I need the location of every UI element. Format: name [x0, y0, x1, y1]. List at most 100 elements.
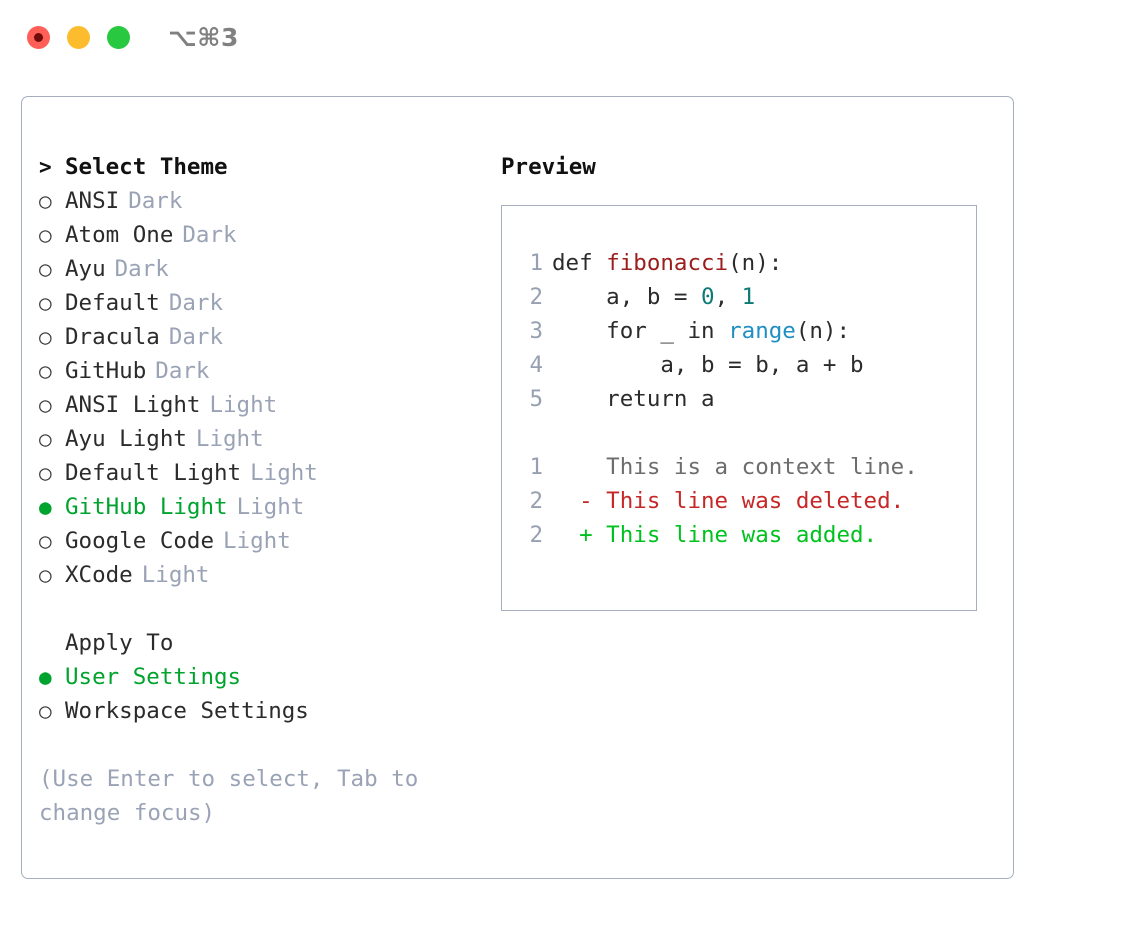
close-window-button[interactable]	[27, 26, 50, 49]
code-line: 1 def fibonacci(n):	[521, 246, 976, 280]
apply-to-option-user-settings[interactable]: ● User Settings	[39, 660, 489, 694]
diff-line-ctx: 1 This is a context line.	[521, 450, 976, 484]
theme-option-label: GitHub	[65, 358, 147, 384]
theme-variant-tag: Light	[250, 460, 318, 486]
theme-variant-tag: Dark	[155, 358, 210, 384]
radio-empty-icon: ○	[39, 291, 52, 315]
radio-empty-icon: ○	[39, 563, 52, 587]
radio-empty-icon: ○	[39, 257, 52, 281]
theme-variant-tag: Light	[223, 528, 291, 554]
code-token-plain: a, b =	[552, 284, 702, 310]
keyboard-hint: (Use Enter to select, Tab to change focu…	[39, 766, 419, 826]
diff-line-text: + This line was added.	[552, 522, 878, 548]
line-number: 1	[529, 454, 543, 480]
code-diff-spacer	[521, 416, 976, 450]
theme-option-label: Ayu Light	[65, 426, 187, 452]
theme-option-github-light[interactable]: ● GitHub Light Light	[39, 490, 489, 524]
diff-line-text: - This line was deleted.	[552, 488, 905, 514]
apply-to-option-label: User Settings	[65, 664, 242, 690]
code-line: 3 for _ in range(n):	[521, 314, 976, 348]
code-token-call: range	[728, 318, 796, 344]
code-token-plain: ,	[714, 284, 742, 310]
theme-variant-tag: Dark	[114, 256, 169, 282]
section-spacer	[39, 592, 489, 626]
preview-title: Preview	[501, 154, 596, 180]
title-bar: ⌥⌘3	[0, 0, 1140, 76]
theme-variant-tag: Light	[236, 494, 305, 520]
radio-empty-icon: ○	[39, 325, 52, 349]
theme-option-label: Default	[65, 290, 160, 316]
line-number: 3	[529, 318, 543, 344]
apply-to-heading: ○Apply To	[39, 626, 489, 660]
theme-option-label: Ayu	[65, 256, 106, 282]
maximize-window-button[interactable]	[107, 26, 130, 49]
theme-option-label: Atom One	[65, 222, 174, 248]
theme-option-label: Default Light	[65, 460, 242, 486]
theme-option-label: ANSI	[65, 188, 120, 214]
theme-variant-tag: Dark	[168, 290, 224, 316]
theme-variant-tag: Dark	[128, 188, 183, 214]
theme-option-label: ANSI Light	[65, 392, 201, 418]
radio-empty-icon: ○	[39, 189, 52, 213]
line-number: 2	[529, 522, 543, 548]
blank-marker: ○	[39, 626, 65, 660]
apply-to-list: ● User Settings ○ Workspace Settings	[39, 660, 489, 728]
radio-empty-icon: ○	[39, 427, 52, 451]
apply-to-title: Apply To	[65, 630, 174, 656]
diff-line-text: This is a context line.	[552, 454, 918, 480]
theme-variant-tag: Light	[209, 392, 278, 418]
code-token-plain: return a	[552, 386, 715, 412]
code-token-plain: for _ in	[552, 318, 729, 344]
minimize-window-button[interactable]	[67, 26, 90, 49]
radio-selected-icon: ●	[39, 495, 52, 519]
theme-option-label: GitHub Light	[65, 494, 228, 520]
line-number: 4	[529, 352, 543, 378]
code-line: 5 return a	[521, 382, 976, 416]
theme-variant-tag: Dark	[168, 324, 224, 350]
theme-option-ansi[interactable]: ○ ANSI Dark	[39, 184, 489, 218]
select-theme-heading: > Select Theme	[39, 150, 489, 184]
theme-option-label: XCode	[65, 562, 133, 588]
caret-icon: >	[39, 155, 52, 179]
code-token-num: 0	[701, 284, 715, 310]
theme-variant-tag: Light	[141, 562, 210, 588]
radio-empty-icon: ○	[39, 699, 52, 723]
code-token-plain: a, b = b, a + b	[552, 352, 864, 378]
apply-to-option-label: Workspace Settings	[65, 698, 309, 724]
code-token-plain: def	[552, 250, 607, 276]
line-number: 1	[529, 250, 543, 276]
theme-option-default[interactable]: ○ Default Dark	[39, 286, 489, 320]
diff-line-del: 2 - This line was deleted.	[521, 484, 976, 518]
apply-to-option-workspace-settings[interactable]: ○ Workspace Settings	[39, 694, 489, 728]
theme-option-ayu[interactable]: ○ Ayu Dark	[39, 252, 489, 286]
theme-variant-tag: Dark	[182, 222, 237, 248]
code-line: 4 a, b = b, a + b	[521, 348, 976, 382]
select-theme-title: Select Theme	[65, 154, 228, 180]
code-token-num: 1	[741, 284, 756, 310]
theme-option-xcode[interactable]: ○ XCode Light	[39, 558, 489, 592]
diff-block: 1 This is a context line.2 - This line w…	[521, 450, 976, 552]
code-token-fn: fibonacci	[606, 250, 729, 276]
line-number: 5	[529, 386, 543, 412]
theme-option-dracula[interactable]: ○ Dracula Dark	[39, 320, 489, 354]
code-token-plain: (n):	[728, 250, 783, 276]
theme-option-atom-one[interactable]: ○ Atom One Dark	[39, 218, 489, 252]
radio-empty-icon: ○	[39, 223, 52, 247]
theme-option-label: Dracula	[65, 324, 160, 350]
code-line: 2 a, b = 0, 1	[521, 280, 976, 314]
radio-selected-icon: ●	[39, 665, 52, 689]
code-token-plain: (n):	[795, 318, 851, 344]
keyboard-shortcut-label: ⌥⌘3	[168, 23, 239, 52]
